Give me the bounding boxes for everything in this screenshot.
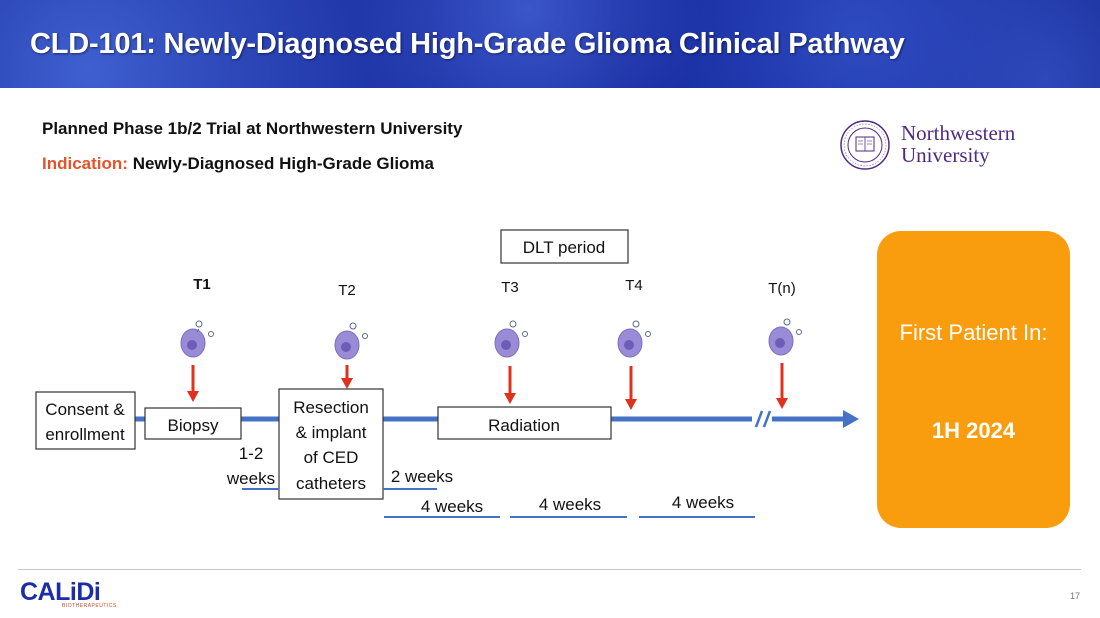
- first-patient-date: 1H 2024: [931, 418, 1016, 443]
- interval-1-line1: 1-2: [239, 444, 264, 463]
- timepoint-t1: T1: [193, 276, 211, 293]
- calidi-wordmark: CALiDi: [20, 578, 101, 606]
- northwestern-wordmark: Northwestern University: [901, 122, 1015, 166]
- slide-title: CLD-101: Newly-Diagnosed High-Grade Glio…: [30, 28, 905, 60]
- biopsy-box: [144, 407, 242, 440]
- timepoint-tn: T(n): [768, 280, 796, 297]
- interval-3-label: 4 weeks: [421, 497, 483, 516]
- immune-cell-icon: [334, 322, 368, 360]
- consent-label-line1: Consent &: [45, 400, 125, 419]
- footer-divider: [18, 569, 1081, 570]
- interval-2-label: 2 weeks: [391, 467, 453, 486]
- immune-cell-icon: [768, 318, 802, 356]
- resection-line2: & implant: [296, 423, 367, 442]
- immune-cell-icon: [494, 320, 528, 358]
- dose-arrowhead-icon: [341, 378, 353, 389]
- indication-line: Indication: Newly-Diagnosed High-Grade G…: [42, 154, 434, 174]
- timepoint-t2: T2: [338, 282, 356, 299]
- biopsy-label: Biopsy: [167, 416, 219, 435]
- timepoint-t3: T3: [501, 279, 519, 296]
- resection-box: [278, 388, 384, 500]
- trial-subtitle: Planned Phase 1b/2 Trial at Northwestern…: [42, 119, 463, 138]
- dose-arrowhead-icon: [776, 398, 788, 409]
- radiation-box: [437, 406, 612, 440]
- consent-label-line2: enrollment: [45, 425, 125, 444]
- resection-line3: of CED: [304, 448, 359, 467]
- page-number: 17: [1069, 591, 1080, 601]
- first-patient-box: First Patient In: 1H 2024: [877, 231, 1070, 528]
- resection-line4: catheters: [296, 474, 366, 493]
- immune-cell-icon: [617, 320, 651, 358]
- interval-5-label: 4 weeks: [672, 493, 734, 512]
- interval-4-label: 4 weeks: [539, 495, 601, 514]
- immune-cell-icon: [180, 320, 214, 358]
- indication-value: Newly-Diagnosed High-Grade Glioma: [132, 154, 435, 173]
- dlt-period-label: DLT period: [523, 238, 606, 257]
- timepoint-t4: T4: [625, 277, 643, 294]
- radiation-label: Radiation: [488, 416, 560, 435]
- dose-arrowhead-icon: [625, 399, 637, 410]
- indication-label: Indication:: [42, 154, 128, 173]
- northwestern-seal-icon: [840, 120, 890, 170]
- consent-enrollment-box: [35, 391, 136, 450]
- first-patient-label: First Patient In:: [899, 320, 1048, 345]
- title-banner: CLD-101: Newly-Diagnosed High-Grade Glio…: [0, 0, 1100, 88]
- dose-arrowhead-icon: [187, 391, 199, 402]
- calidi-logo: CALiDi BIOTHERAPEUTICS: [20, 578, 116, 609]
- timeline-break-mark: [762, 410, 772, 428]
- interval-1-line2: weeks: [226, 469, 275, 488]
- resection-line1: Resection: [293, 398, 369, 417]
- northwestern-line1: Northwestern: [901, 121, 1016, 145]
- dose-arrows: [187, 363, 788, 410]
- northwestern-logo: Northwestern University: [840, 120, 1050, 170]
- calidi-tagline: BIOTHERAPEUTICS: [62, 603, 117, 609]
- dose-arrowhead-icon: [504, 393, 516, 404]
- northwestern-line2: University: [901, 143, 990, 167]
- timeline-break-mark: [754, 410, 764, 428]
- timeline-arrowhead-icon: [843, 410, 859, 428]
- dlt-period-box: [500, 229, 629, 264]
